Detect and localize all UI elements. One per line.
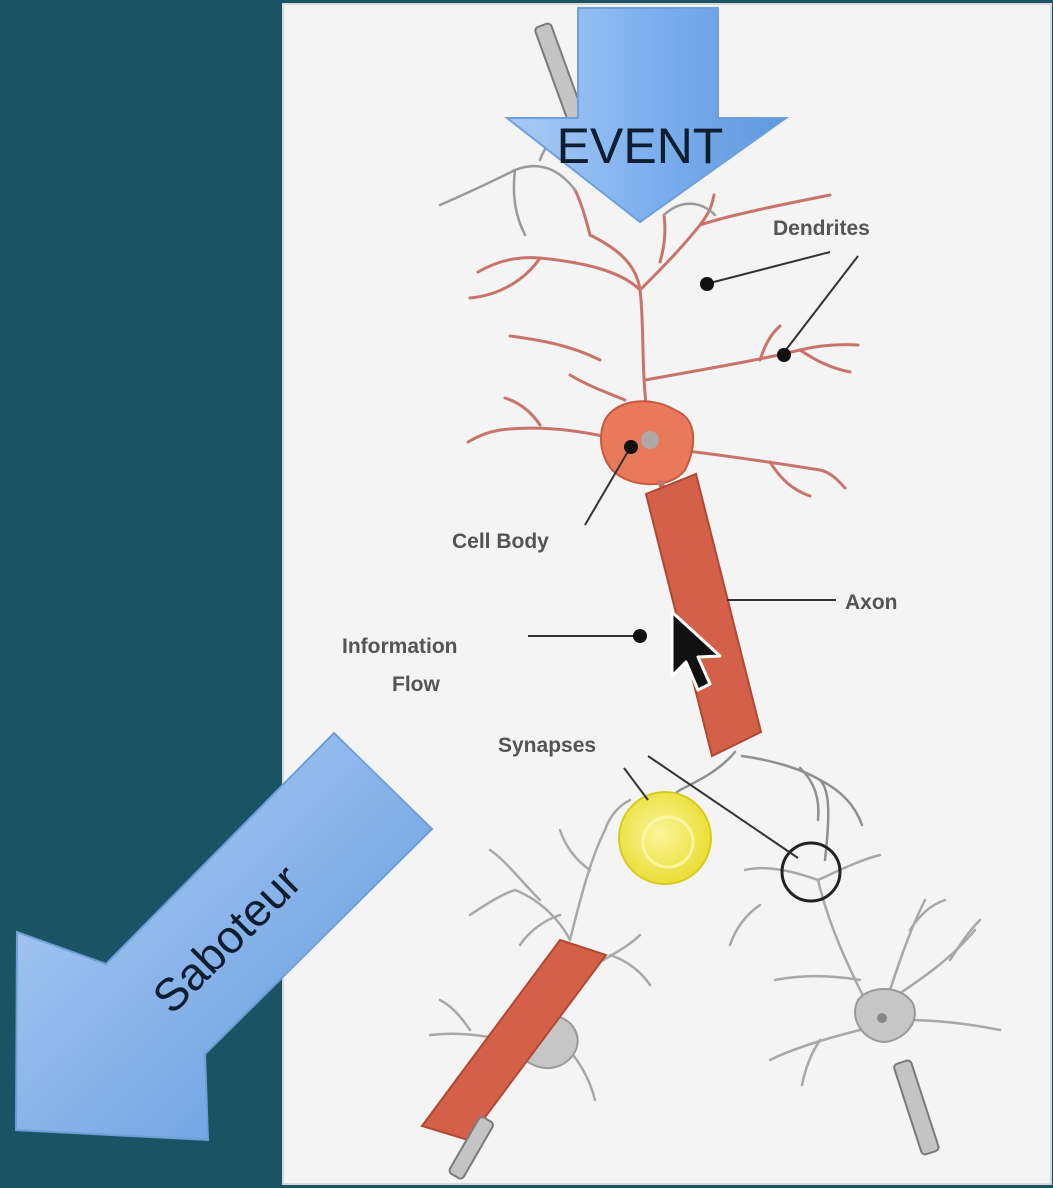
- label-dendrites: Dendrites: [773, 217, 870, 240]
- highlighted-synapse: [619, 792, 711, 884]
- nucleus: [641, 431, 659, 449]
- label-information: Information: [342, 635, 458, 658]
- label-cell-body: Cell Body: [452, 530, 549, 553]
- label-axon: Axon: [845, 591, 898, 614]
- lower-right-nucleus: [877, 1013, 887, 1023]
- label-synapses: Synapses: [498, 734, 596, 757]
- label-flow: Flow: [392, 673, 440, 696]
- event-arrow-label: EVENT: [557, 118, 724, 174]
